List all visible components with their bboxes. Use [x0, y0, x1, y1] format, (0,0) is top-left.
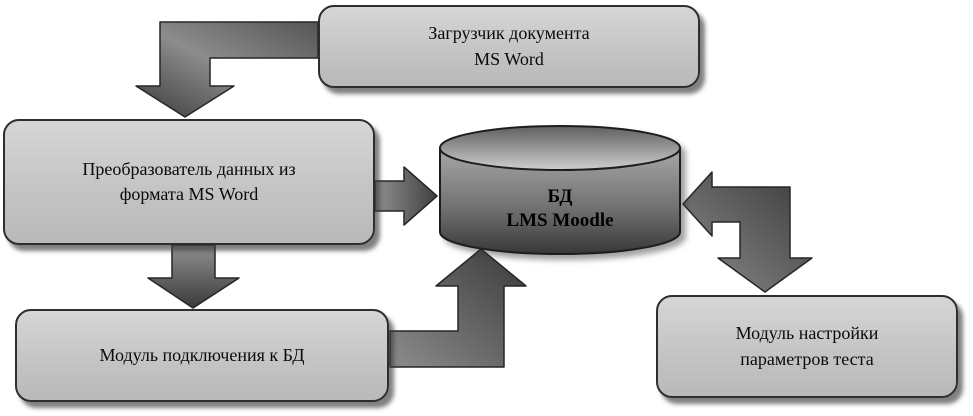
arrow-loader-to-converter [135, 21, 319, 118]
node-db-connect-line1: Модуль подключения к БД [99, 344, 305, 365]
arrow-converter-to-database [374, 166, 438, 226]
node-converter-line1: Преобразователь данных из [82, 158, 296, 179]
database-label: БД LMS Moodle [440, 180, 680, 238]
node-test-settings-line1: Модуль настройки [735, 323, 879, 344]
node-test-settings-line2: параметров теста [740, 348, 874, 369]
node-loader-line2: MS Word [474, 48, 544, 69]
arrow-converter-to-db-connect [147, 244, 240, 309]
node-loader-line1: Загрузчик документа [428, 23, 590, 44]
database-label-line1: БД [547, 186, 573, 208]
cylinder-body [439, 148, 681, 255]
node-converter-line2: формата MS Word [119, 184, 259, 204]
arrow-db-connect-to-database [389, 248, 527, 368]
node-db-connect: Модуль подключения к БД [15, 309, 389, 402]
database-cylinder [439, 125, 681, 255]
arrow-database-test-settings-bidirectional [682, 171, 813, 293]
node-test-settings: Модуль настройки параметров теста [656, 295, 958, 398]
cylinder-top-ellipse [439, 125, 681, 171]
database-label-line2: LMS Moodle [506, 210, 614, 231]
node-converter: Преобразователь данных из формата MS Wor… [3, 119, 375, 245]
node-loader: Загрузчик документа MS Word [318, 5, 700, 88]
